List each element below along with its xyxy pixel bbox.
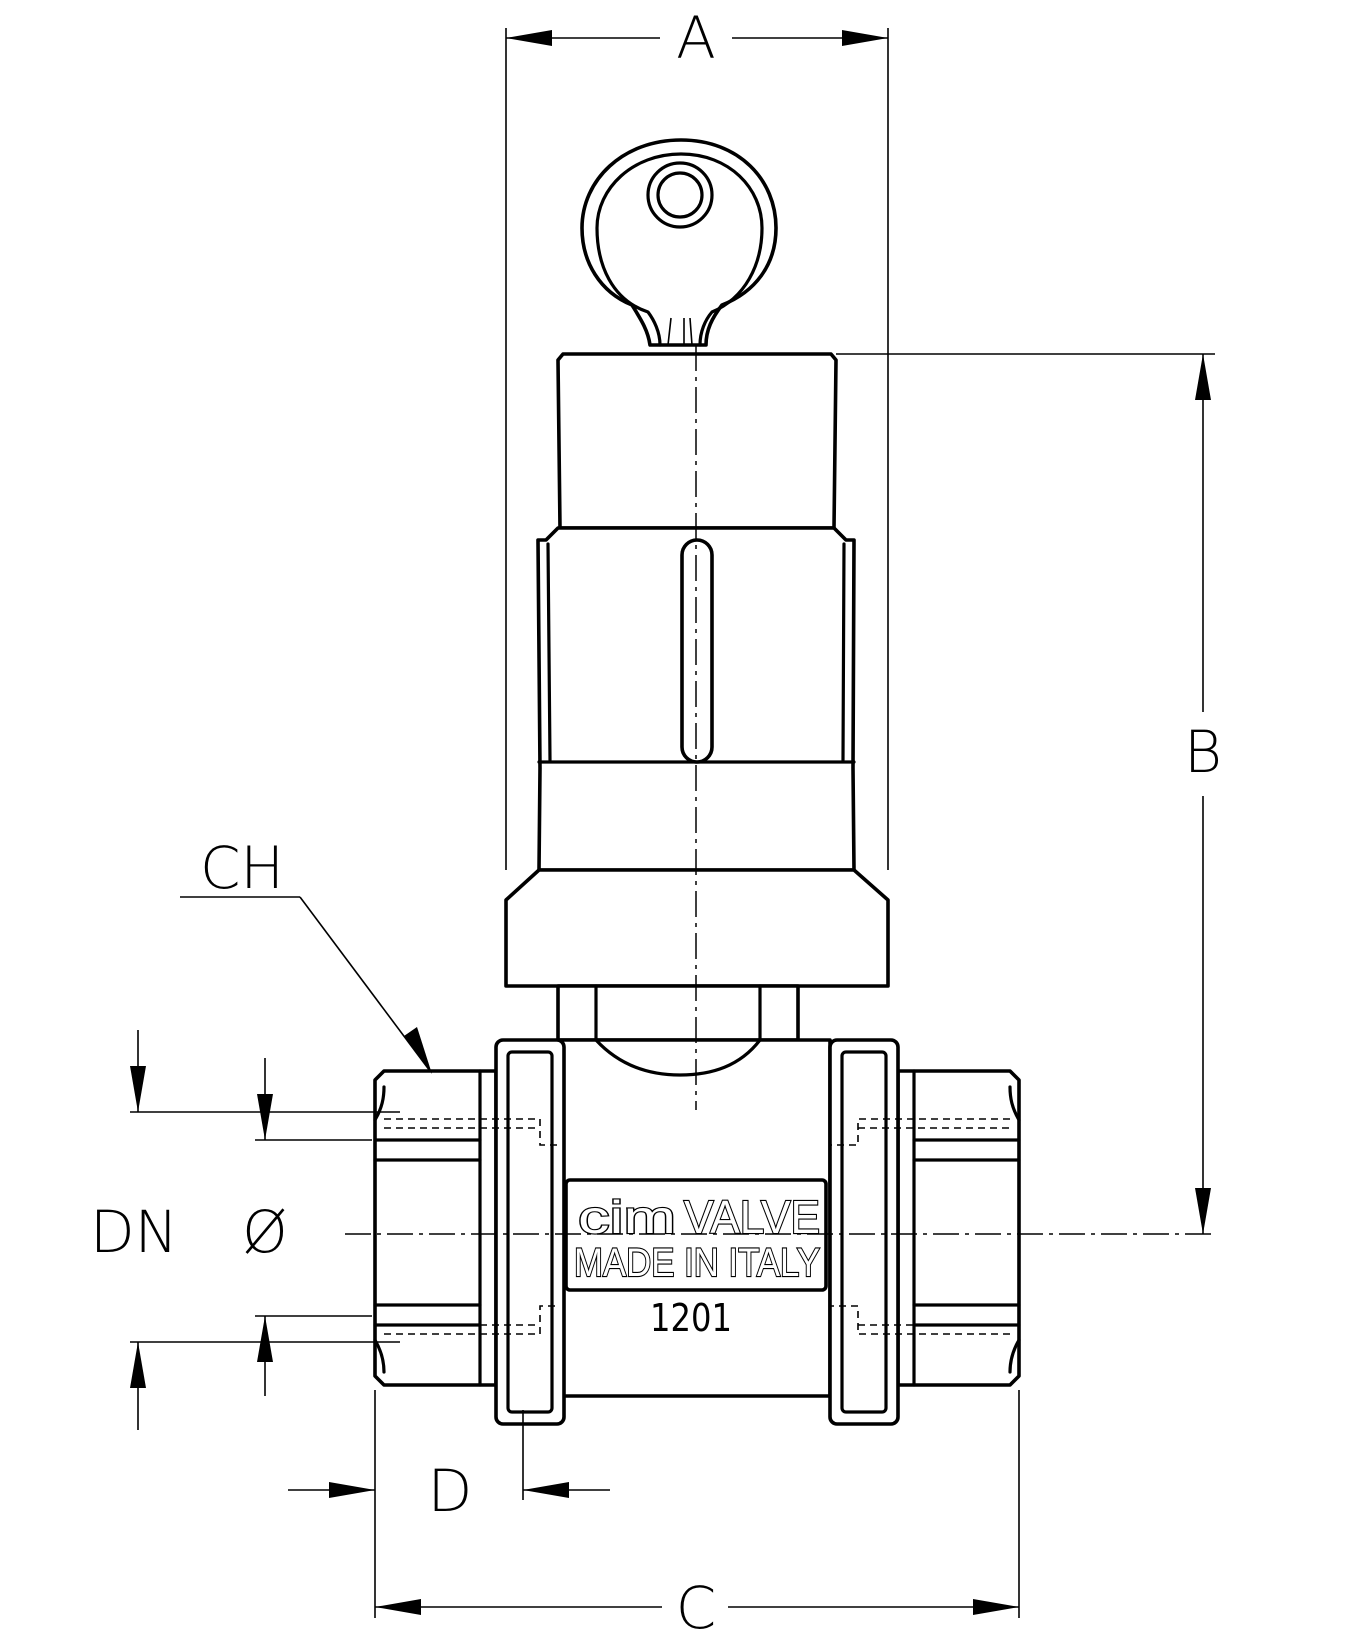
dimension-a: A <box>505 4 889 870</box>
key-hole-inner <box>656 171 704 219</box>
brand-marking: cim <box>578 1191 676 1243</box>
mounting-flange <box>504 868 890 988</box>
dimension-d: D <box>288 1410 610 1525</box>
product-marking: VALVE <box>684 1191 820 1243</box>
label-diameter: Ø <box>242 1198 288 1266</box>
label-c: C <box>676 1574 717 1642</box>
dimension-diameter: Ø <box>242 1058 372 1396</box>
right-union-ring <box>828 1038 900 1426</box>
label-b: B <box>1184 718 1222 786</box>
label-a: A <box>676 4 716 72</box>
key-hole-outer <box>646 161 714 229</box>
left-union-ring <box>494 1038 566 1426</box>
key <box>580 138 778 347</box>
marking-plate <box>564 1178 828 1292</box>
stem-neck <box>556 984 800 1042</box>
lock-cap <box>556 352 838 530</box>
origin-marking: MADE IN ITALY <box>574 1241 820 1285</box>
model-number: 1201 <box>650 1296 732 1340</box>
indicator-slot <box>680 538 714 764</box>
label-d: D <box>428 1457 473 1525</box>
label-dn: DN <box>90 1198 178 1266</box>
label-ch: CH <box>200 834 284 902</box>
dimension-ch: CH <box>180 834 432 1074</box>
valve-body: cim VALVE MADE IN ITALY 1201 <box>373 1038 1021 1426</box>
dimension-b: B <box>836 353 1222 1234</box>
dimension-c: C <box>374 1390 1020 1642</box>
